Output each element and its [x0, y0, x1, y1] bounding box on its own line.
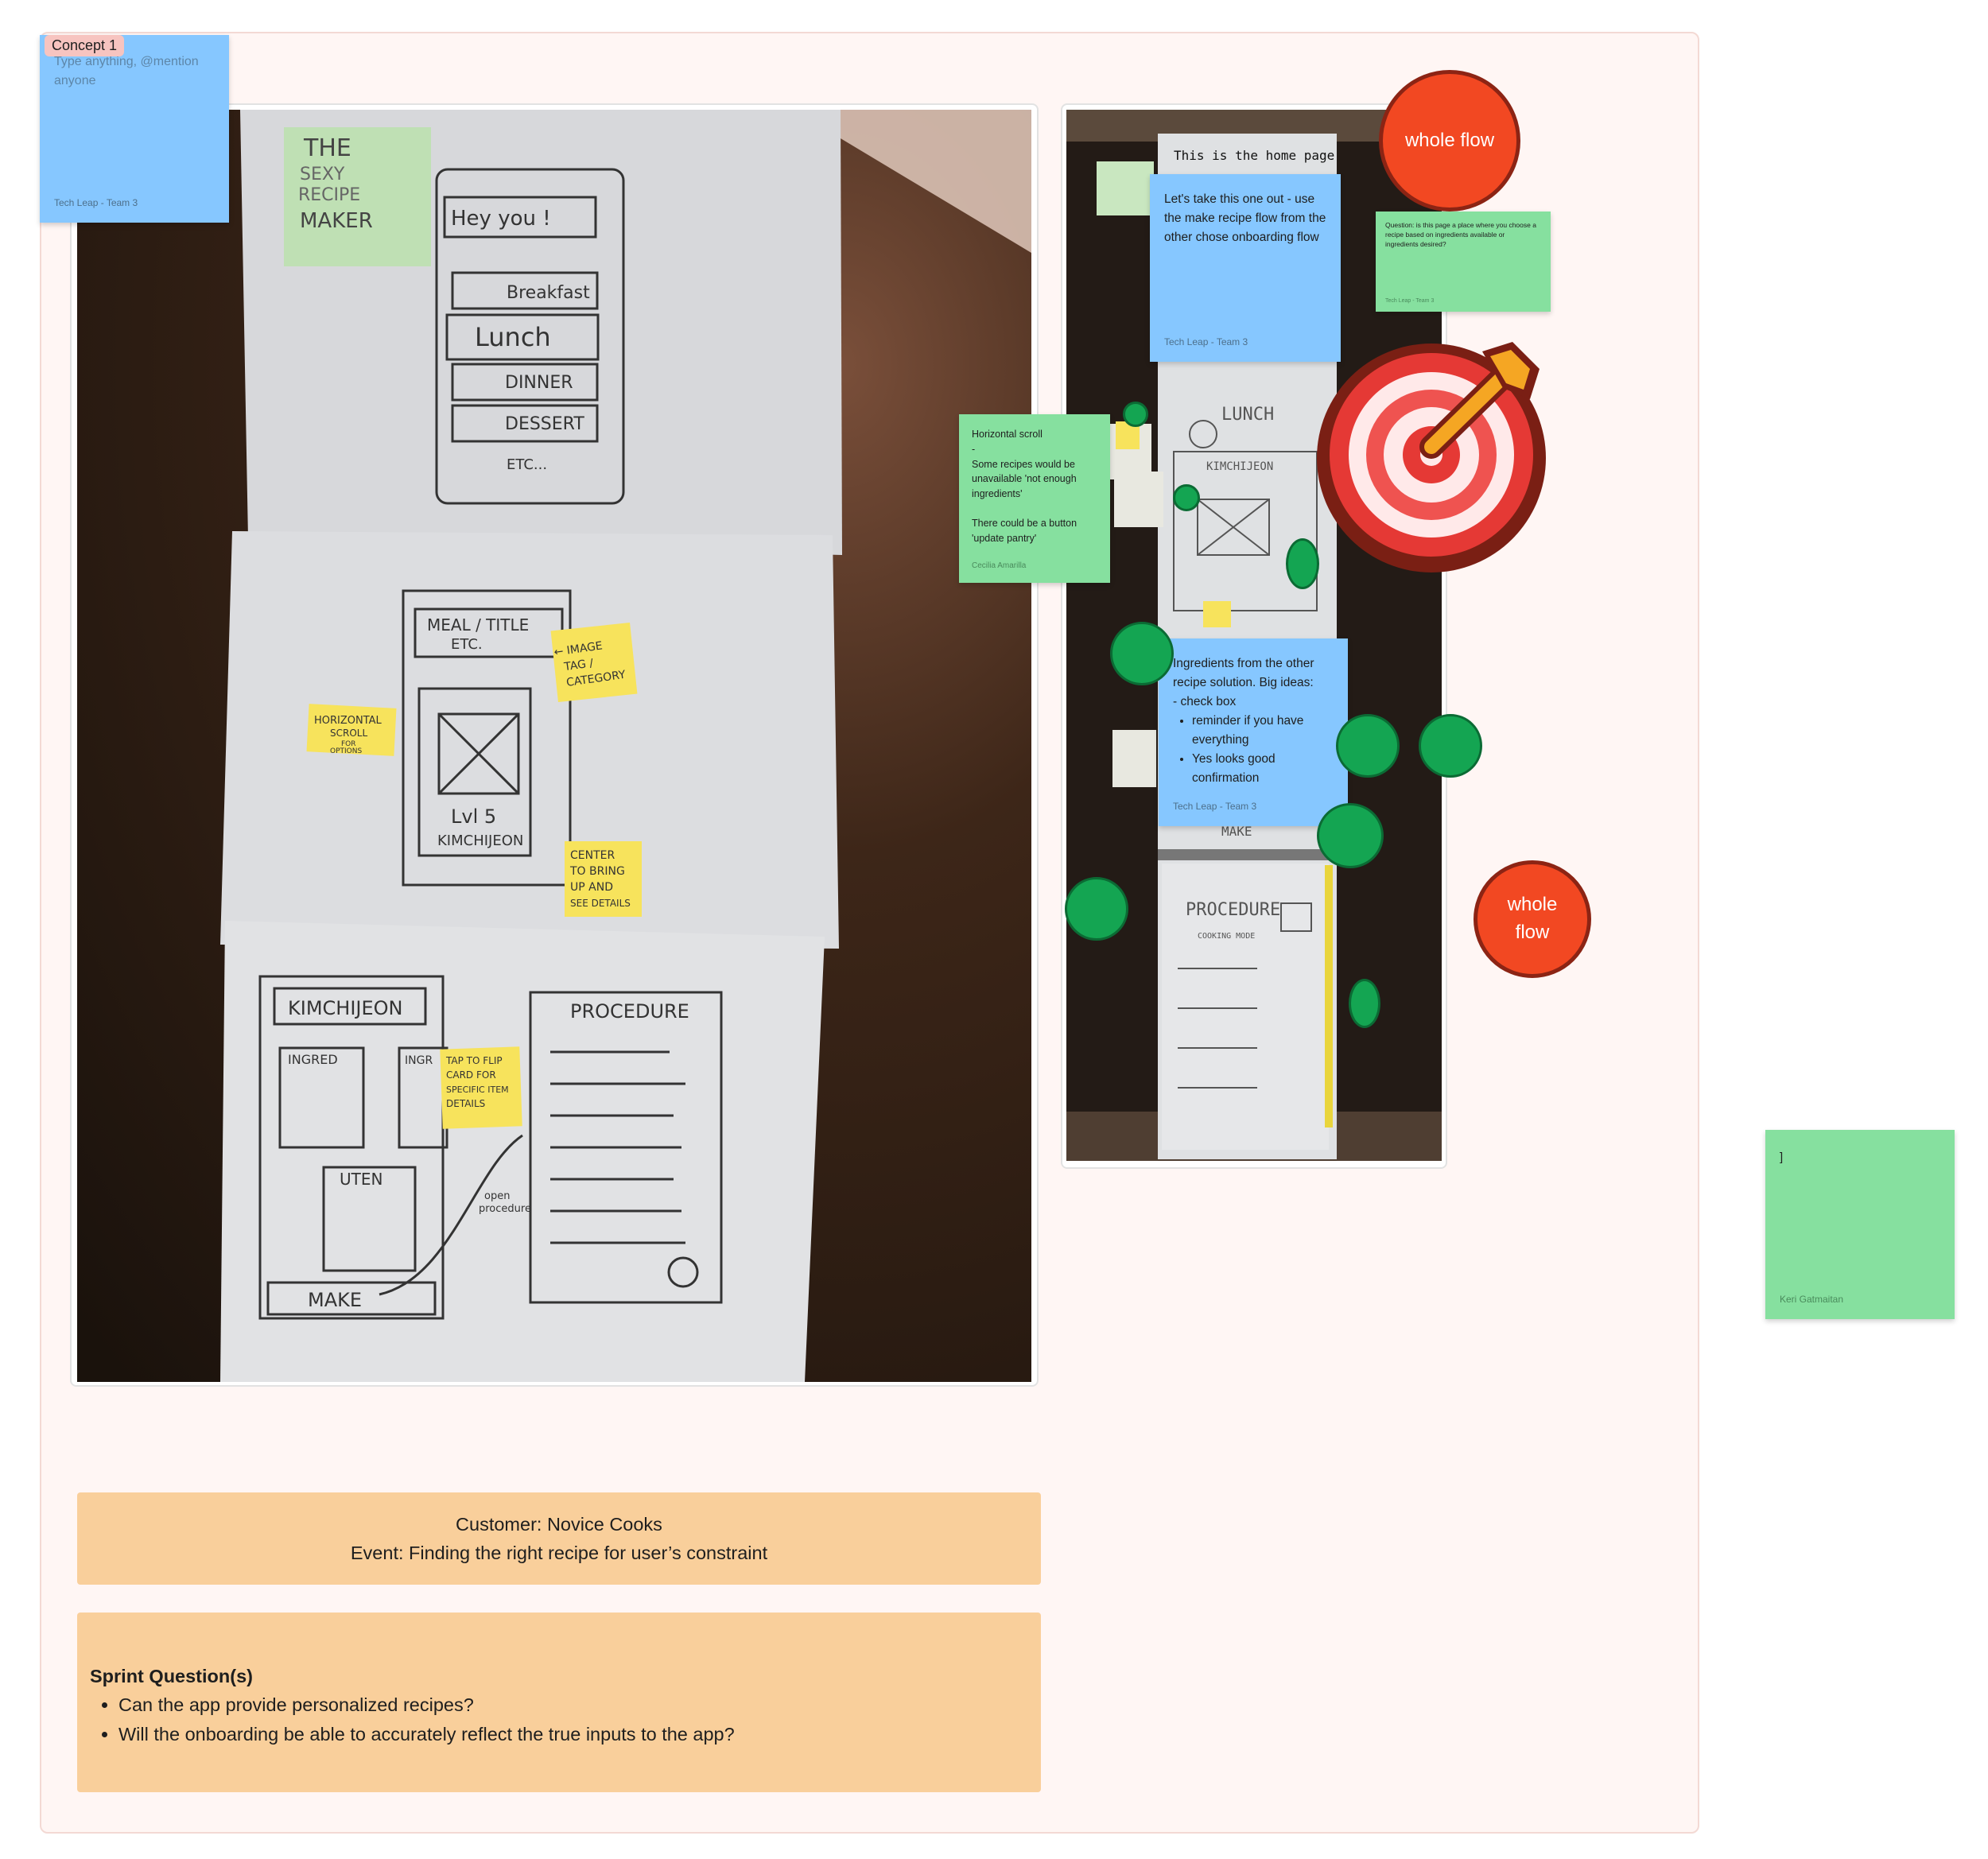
- sticky-author: Tech Leap - Team 3: [1385, 298, 1435, 304]
- detail-title: KIMCHIJEON: [288, 997, 403, 1019]
- postit-line: FOR: [341, 740, 356, 748]
- vote-dot[interactable]: [1065, 877, 1128, 941]
- postit-line: SCROLL: [330, 728, 367, 739]
- whole-flow-stamp[interactable]: whole flow: [1474, 860, 1591, 978]
- meal-item: Lunch: [475, 322, 551, 352]
- postit-line: TAG /: [562, 657, 594, 673]
- sketch-lunch: LUNCH: [1221, 405, 1274, 425]
- customer-line: Customer: Novice Cooks: [456, 1513, 662, 1535]
- sketch-photo-left-image: THE SEXY RECIPE MAKER Hey you ! Breakfas…: [77, 110, 1031, 1382]
- meal-title: MEAL / TITLE: [427, 615, 529, 635]
- vote-dot[interactable]: [1286, 538, 1319, 589]
- postit-line: UP AND: [570, 881, 613, 894]
- sketch-photo-left[interactable]: THE SEXY RECIPE MAKER Hey you ! Breakfas…: [77, 110, 1031, 1382]
- sprint-questions-card[interactable]: Sprint Question(s) Can the app provide p…: [77, 1613, 1041, 1792]
- title-card-line: SEXY: [300, 165, 345, 184]
- ingred-label-2: INGR: [405, 1054, 433, 1067]
- sticky-line: Ingredients from the other recipe soluti…: [1173, 657, 1314, 690]
- card-level: Lvl 5: [451, 805, 496, 828]
- title-card-line: MAKER: [300, 209, 373, 233]
- sticky-line: There could be a button 'update pantry': [972, 517, 1077, 544]
- vote-dot[interactable]: [1173, 484, 1200, 511]
- sticky-note-question[interactable]: Question: is this page a place where you…: [1376, 212, 1551, 312]
- postit-line: CENTER: [570, 849, 615, 862]
- sticky-text: Let's take this one out - use the make r…: [1164, 192, 1326, 245]
- whole-flow-stamp[interactable]: whole flow: [1379, 70, 1520, 212]
- meal-title: ETC.: [451, 636, 483, 653]
- sketch-cooking-mode: COOKING MODE: [1198, 932, 1255, 941]
- postit-line: TO BRING: [569, 865, 625, 878]
- procedure-arrow-label: procedure: [479, 1203, 531, 1215]
- make-label: MAKE: [308, 1289, 362, 1311]
- sticky-author: Tech Leap - Team 3: [54, 197, 138, 208]
- target-emoji-sticker[interactable]: [1315, 328, 1555, 590]
- sticky-author: Tech Leap - Team 3: [1173, 801, 1257, 812]
- sprint-question: Will the onboarding be able to accuratel…: [118, 1720, 735, 1748]
- sticky-note-far-right[interactable]: ] Keri Gatmaitan: [1765, 1130, 1955, 1319]
- procedure-title: PROCEDURE: [570, 1000, 689, 1023]
- target-icon: [1317, 342, 1546, 572]
- sticky-author: Keri Gatmaitan: [1780, 1294, 1844, 1305]
- home-page-label: This is the home page: [1174, 148, 1334, 163]
- section-label[interactable]: Concept 1: [45, 35, 125, 56]
- sketch-make: MAKE: [1221, 824, 1252, 839]
- vote-dot[interactable]: [1349, 979, 1380, 1028]
- sticky-note-ingredients[interactable]: Ingredients from the other recipe soluti…: [1159, 638, 1348, 826]
- sprint-question: Can the app provide personalized recipes…: [118, 1690, 735, 1719]
- postit-line: SPECIFIC ITEM: [446, 1085, 509, 1095]
- stamp-text: flow: [1515, 922, 1550, 943]
- sketch-kimchijeon: KIMCHIJEON: [1206, 460, 1273, 473]
- postit-line: SEE DETAILS: [570, 898, 631, 909]
- title-card-line: THE: [303, 134, 351, 162]
- postit-line: TAP TO FLIP: [445, 1055, 503, 1066]
- title-card-line: RECIPE: [298, 185, 360, 205]
- meal-item: ETC...: [507, 456, 547, 473]
- sticky-text: ]: [1780, 1151, 1784, 1164]
- sticky-line: -: [972, 443, 976, 455]
- vote-dot[interactable]: [1123, 402, 1148, 427]
- sticky-placeholder[interactable]: Type anything, @mention anyone: [54, 55, 199, 87]
- postit-line: HORIZONTAL: [314, 715, 382, 727]
- event-line: Event: Finding the right recipe for user…: [350, 1543, 768, 1563]
- sticky-bullet: Yes looks good confirmation: [1192, 750, 1335, 788]
- phone-greeting: Hey you !: [451, 207, 551, 231]
- sprint-heading: Sprint Question(s): [90, 1666, 253, 1686]
- postit-line: OPTIONS: [330, 747, 362, 755]
- meal-item: DINNER: [505, 373, 573, 393]
- ingred-label: INGRED: [288, 1052, 338, 1067]
- stamp-text: whole flow: [1404, 129, 1495, 151]
- sketch-procedure: PROCEDURE: [1186, 900, 1280, 920]
- stamp-text: whole: [1507, 894, 1558, 916]
- meal-item: Breakfast: [507, 283, 590, 303]
- sticky-author: Tech Leap - Team 3: [1164, 336, 1248, 347]
- vote-dot[interactable]: [1419, 714, 1482, 778]
- postit-line: DETAILS: [446, 1098, 485, 1109]
- customer-event-card[interactable]: Customer: Novice Cooks Event: Finding th…: [77, 1492, 1041, 1585]
- sticky-bullet: reminder if you have everything: [1192, 712, 1335, 750]
- sticky-note-horizontal-scroll[interactable]: Horizontal scroll - Some recipes would b…: [959, 414, 1110, 583]
- vote-dot[interactable]: [1336, 714, 1400, 778]
- sticky-note-make-flow[interactable]: Let's take this one out - use the make r…: [1150, 174, 1341, 362]
- postit-line: CARD FOR: [446, 1069, 496, 1081]
- uten-label: UTEN: [340, 1170, 382, 1189]
- sticky-line: - check box: [1173, 695, 1237, 709]
- sticky-note-empty[interactable]: Type anything, @mention anyone Tech Leap…: [40, 35, 229, 223]
- sticky-author: Cecilia Amarilla: [972, 561, 1027, 570]
- vote-dot[interactable]: [1317, 803, 1384, 868]
- meal-item: DESSERT: [505, 414, 584, 434]
- vote-dot[interactable]: [1110, 622, 1174, 685]
- sticky-line: Horizontal scroll: [972, 429, 1043, 440]
- sticky-line: Some recipes would be unavailable 'not e…: [972, 458, 1077, 500]
- procedure-arrow-label: open: [484, 1190, 510, 1202]
- sticky-text: Question: is this page a place where you…: [1385, 221, 1536, 248]
- card-dish: KIMCHIJEON: [437, 832, 523, 849]
